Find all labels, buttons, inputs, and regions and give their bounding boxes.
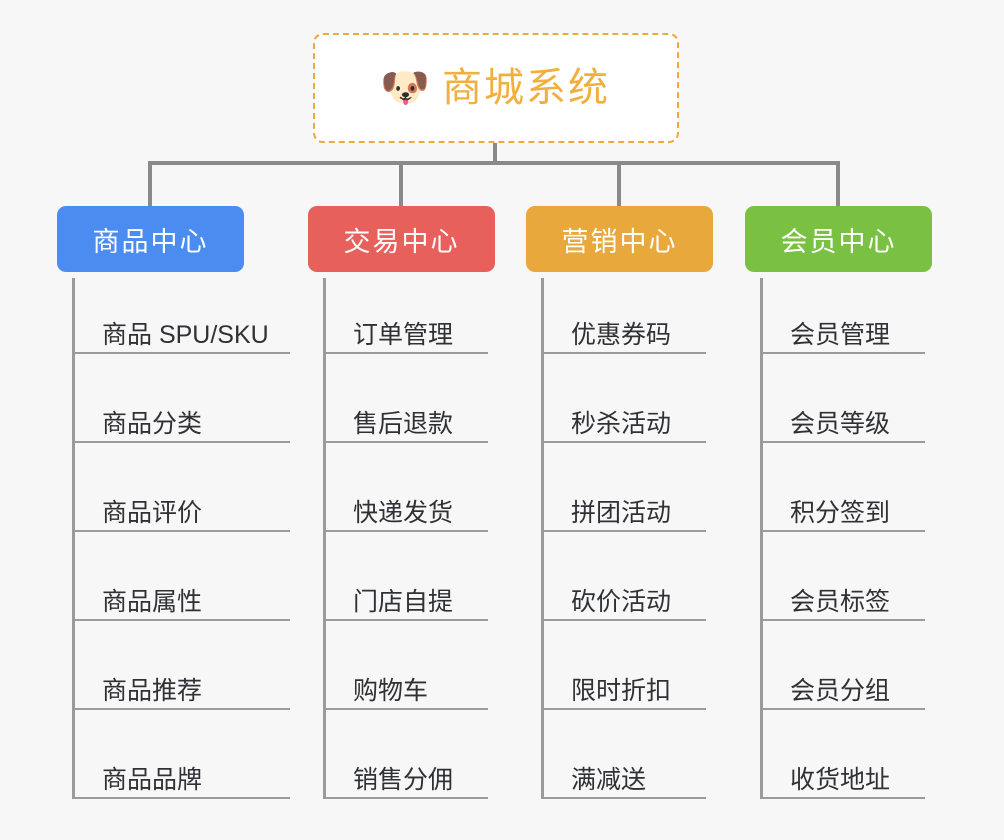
- column-spine-trade-center: [323, 278, 326, 799]
- column-header-label: 营销中心: [561, 226, 678, 257]
- list-item[interactable]: 会员等级: [760, 397, 925, 443]
- list-item-label: 商品 SPU/SKU: [102, 321, 269, 349]
- list-item-label: 优惠券码: [571, 321, 672, 349]
- list-item-label: 砍价活动: [571, 588, 672, 616]
- connector-drop-marketing-center: [617, 161, 621, 206]
- list-item[interactable]: 砍价活动: [541, 575, 706, 621]
- list-item-label: 商品品牌: [102, 766, 203, 794]
- list-item[interactable]: 限时折扣: [541, 664, 706, 710]
- list-item[interactable]: 优惠券码: [541, 308, 706, 354]
- list-item[interactable]: 拼团活动: [541, 486, 706, 532]
- list-item[interactable]: 会员分组: [760, 664, 925, 710]
- list-item-label: 满减送: [571, 766, 647, 794]
- list-item[interactable]: 秒杀活动: [541, 397, 706, 443]
- list-item-label: 收货地址: [790, 766, 891, 794]
- list-item[interactable]: 订单管理: [323, 308, 488, 354]
- connector-root-vertical: [493, 143, 497, 165]
- list-item-label: 会员等级: [790, 410, 891, 438]
- list-item-label: 商品评价: [102, 499, 203, 527]
- column-spine-member-center: [760, 278, 763, 799]
- list-item[interactable]: 商品品牌: [72, 753, 290, 799]
- list-item[interactable]: 满减送: [541, 753, 706, 799]
- list-item-label: 积分签到: [790, 499, 891, 527]
- list-item[interactable]: 销售分佣: [323, 753, 488, 799]
- column-header-label: 会员中心: [780, 226, 897, 257]
- list-item-label: 会员分组: [790, 677, 891, 705]
- connector-drop-product-center: [148, 161, 152, 206]
- list-item-label: 购物车: [353, 677, 429, 705]
- list-item[interactable]: 商品 SPU/SKU: [72, 308, 290, 354]
- list-item[interactable]: 会员管理: [760, 308, 925, 354]
- list-item-label: 秒杀活动: [571, 410, 672, 438]
- connector-drop-member-center: [836, 161, 840, 206]
- list-item[interactable]: 门店自提: [323, 575, 488, 621]
- list-item[interactable]: 快递发货: [323, 486, 488, 532]
- column-header-trade-center[interactable]: 交易中心: [308, 206, 495, 272]
- column-header-label: 商品中心: [92, 226, 209, 257]
- list-item[interactable]: 购物车: [323, 664, 488, 710]
- list-item-label: 商品属性: [102, 588, 203, 616]
- column-spine-product-center: [72, 278, 75, 799]
- list-item-label: 订单管理: [353, 321, 454, 349]
- list-item[interactable]: 会员标签: [760, 575, 925, 621]
- list-item[interactable]: 收货地址: [760, 753, 925, 799]
- list-item-label: 商品分类: [102, 410, 203, 438]
- list-item-label: 限时折扣: [571, 677, 672, 705]
- list-item[interactable]: 售后退款: [323, 397, 488, 443]
- list-item[interactable]: 商品评价: [72, 486, 290, 532]
- connector-drop-trade-center: [399, 161, 403, 206]
- connector-horizontal-bus: [152, 161, 840, 165]
- column-header-product-center[interactable]: 商品中心: [57, 206, 244, 272]
- list-item-label: 会员管理: [790, 321, 891, 349]
- list-item[interactable]: 积分签到: [760, 486, 925, 532]
- column-header-marketing-center[interactable]: 营销中心: [526, 206, 713, 272]
- list-item-label: 拼团活动: [571, 499, 672, 527]
- list-item-label: 快递发货: [353, 499, 454, 527]
- root-node[interactable]: 🐶 商城系统: [313, 33, 679, 143]
- root-node-label: 商城系统: [442, 66, 610, 110]
- list-item[interactable]: 商品分类: [72, 397, 290, 443]
- list-item[interactable]: 商品属性: [72, 575, 290, 621]
- list-item-label: 门店自提: [353, 588, 454, 616]
- list-item[interactable]: 商品推荐: [72, 664, 290, 710]
- column-header-member-center[interactable]: 会员中心: [745, 206, 932, 272]
- dog-face-icon: 🐶: [380, 66, 430, 110]
- list-item-label: 会员标签: [790, 588, 891, 616]
- column-header-label: 交易中心: [343, 226, 460, 257]
- list-item-label: 售后退款: [353, 410, 454, 438]
- list-item-label: 销售分佣: [353, 766, 454, 794]
- column-spine-marketing-center: [541, 278, 544, 799]
- list-item-label: 商品推荐: [102, 677, 203, 705]
